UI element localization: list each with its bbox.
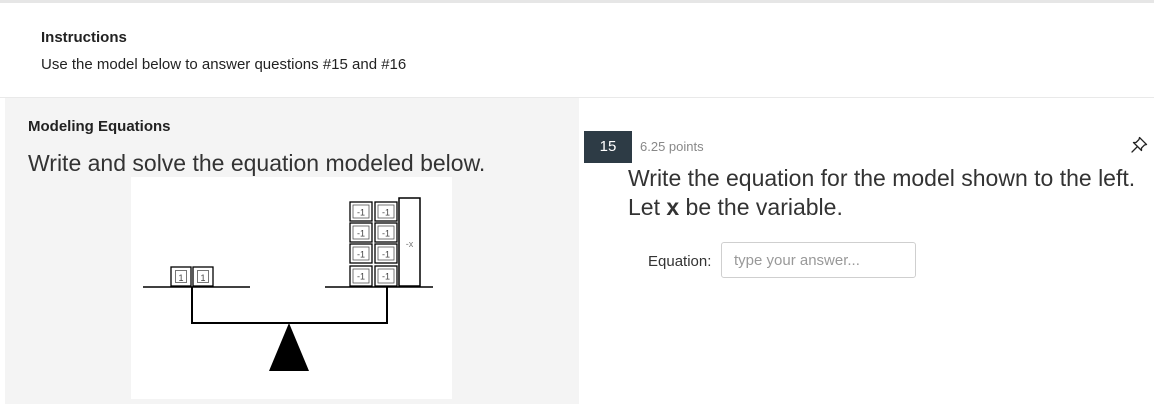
equation-input[interactable] xyxy=(721,242,916,278)
negative-one-tile: -1 xyxy=(349,265,373,287)
tile-label: -1 xyxy=(382,229,390,239)
fulcrum xyxy=(269,323,309,371)
model-panel: Modeling Equations Write and solve the e… xyxy=(5,98,579,404)
equation-label: Equation: xyxy=(648,253,712,270)
balance-scale-diagram: 1 1 -1 -1 -1 xyxy=(143,197,433,371)
tile-label: 1 xyxy=(178,273,183,283)
instructions-title: Instructions xyxy=(41,29,127,46)
tile-label: -1 xyxy=(357,208,365,218)
negative-one-tile: -1 xyxy=(374,265,398,287)
instructions-text: Use the model below to answer questions … xyxy=(41,56,407,73)
question-points: 6.25 points xyxy=(640,139,704,154)
question-text-end: be the variable. xyxy=(679,194,843,220)
bar-label: -x xyxy=(406,239,414,249)
negative-one-tile: -1 xyxy=(374,222,398,243)
model-panel-title: Modeling Equations xyxy=(28,118,171,135)
negative-x-bar: -x xyxy=(398,197,421,287)
question-text-start: Write the equation for the model shown t… xyxy=(628,165,1136,220)
tile-label: -1 xyxy=(357,229,365,239)
top-border xyxy=(0,0,1154,3)
negative-one-tile: -1 xyxy=(374,201,398,222)
model-prompt: Write and solve the equation modeled bel… xyxy=(28,150,486,176)
negative-one-tile: -1 xyxy=(349,222,373,243)
negative-one-tile: -1 xyxy=(349,243,373,264)
section-divider xyxy=(0,97,1154,98)
positive-one-tile: 1 xyxy=(192,266,214,287)
tile-label: -1 xyxy=(357,250,365,260)
question-number-badge: 15 xyxy=(584,131,632,163)
pin-icon[interactable] xyxy=(1129,135,1149,155)
tile-label: -1 xyxy=(382,272,390,282)
question-panel: 15 6.25 points Write the equation for th… xyxy=(579,98,1154,404)
instructions-section: Instructions Use the model below to answ… xyxy=(0,3,1154,97)
negative-one-tile: -1 xyxy=(374,243,398,264)
tile-label: 1 xyxy=(200,273,205,283)
negative-one-tile: -1 xyxy=(349,201,373,222)
question-text: Write the equation for the model shown t… xyxy=(628,164,1138,222)
scale-beam xyxy=(191,287,388,324)
balance-model-image: 1 1 -1 -1 -1 xyxy=(131,177,452,399)
tile-label: -1 xyxy=(382,250,390,260)
question-variable: x xyxy=(666,194,680,220)
positive-one-tile: 1 xyxy=(170,266,192,287)
tile-label: -1 xyxy=(382,208,390,218)
tile-label: -1 xyxy=(357,272,365,282)
